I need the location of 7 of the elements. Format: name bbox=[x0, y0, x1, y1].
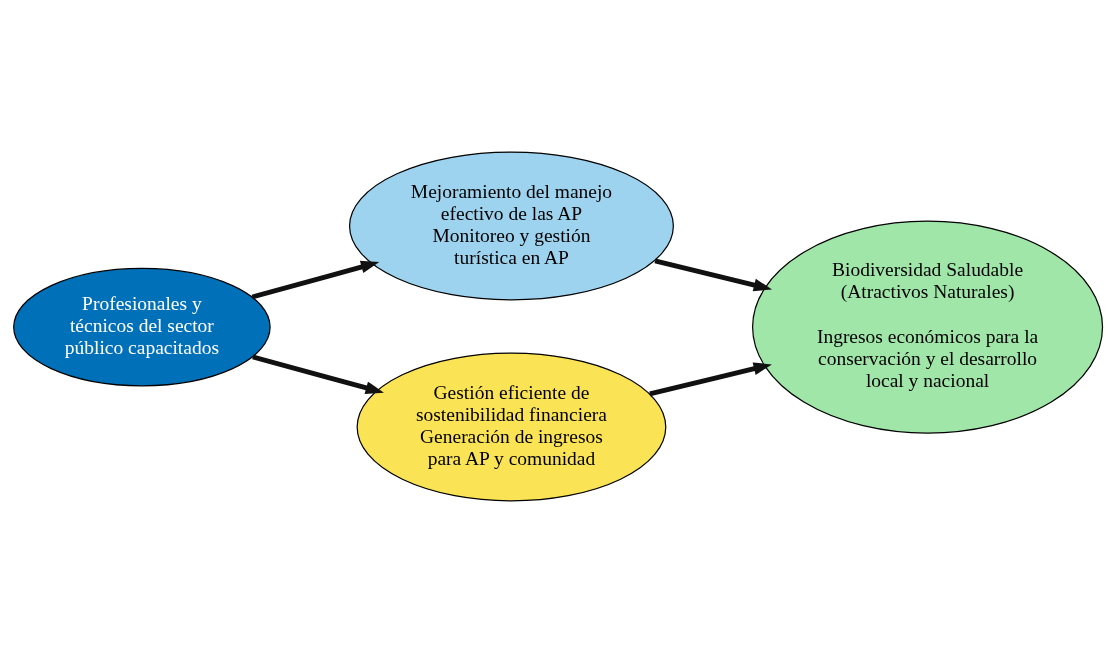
arrow bbox=[251, 260, 380, 299]
arrow bbox=[252, 354, 384, 394]
node-ellipse: Mejoramiento del manejo efectivo de las AP Monitoreo y gestión turística en AP bbox=[348, 151, 674, 300]
arrow bbox=[654, 257, 773, 291]
node-ellipse: Gestión eficiente de sostenibilidad financiera Generación de ingresos para AP y comunidad bbox=[356, 352, 667, 501]
node-ellipse: Profesionales y técnicos del sector público capacitados bbox=[13, 267, 271, 386]
arrow bbox=[649, 361, 772, 396]
